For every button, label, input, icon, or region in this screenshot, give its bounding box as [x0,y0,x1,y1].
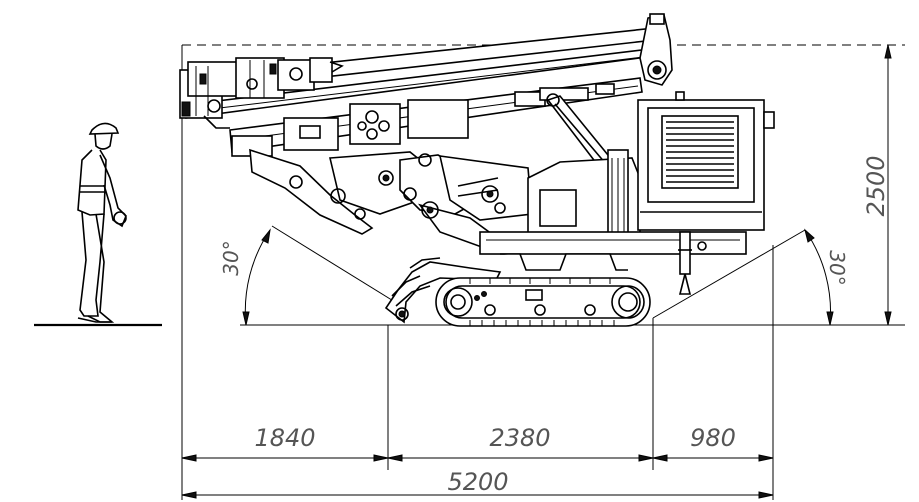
drilling-rig [179,13,775,327]
departure-angle-indicator [652,228,834,326]
engine-enclosure [637,91,775,231]
boom-linkage [249,148,533,251]
lift-cylinder [546,93,614,170]
human-figure [34,122,162,327]
track-treads [469,278,615,326]
dimension-2500: 2500 [862,155,890,216]
drill-head [179,57,344,129]
dimension-5200: 5200 [447,468,508,496]
radiator-grille [666,121,734,183]
dimension-2380: 2380 [489,424,550,452]
dimension-980: 980 [690,424,736,452]
chassis-frame [479,231,747,295]
dimension-chain [181,454,774,499]
approach-angle-label: 30° [219,240,243,275]
front-blade [384,257,502,324]
crawler-track [435,277,651,327]
departure-angle-label: 30° [825,250,849,285]
approach-angle-indicator [242,225,396,326]
upper-structure [527,149,641,241]
dimension-1840: 1840 [254,424,315,452]
feed-beam-details [231,83,615,157]
